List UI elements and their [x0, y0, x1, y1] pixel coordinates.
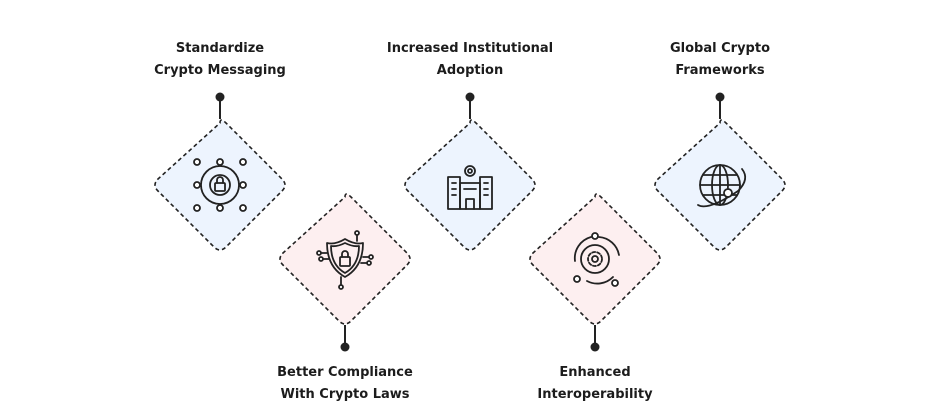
- shield-lock-icon: [316, 230, 374, 290]
- institution-building-icon: [447, 165, 493, 210]
- step-3: [404, 92, 536, 251]
- step-diamond: [279, 193, 411, 325]
- network-lock-icon: [193, 158, 247, 212]
- step-connector: [715, 92, 725, 119]
- step-2: [279, 193, 411, 352]
- step-4: [529, 193, 661, 352]
- step-diamond: [404, 119, 536, 251]
- globe-orbit-icon: [697, 164, 747, 208]
- step-1: [154, 92, 286, 251]
- step-connector: [590, 325, 600, 352]
- step-connector: [215, 92, 225, 119]
- step-diamond: [154, 119, 286, 251]
- step-5: [654, 92, 786, 251]
- gear-cycle-icon: [573, 232, 620, 287]
- step-diamond: [529, 193, 661, 325]
- step-connector: [340, 325, 350, 352]
- step-connector: [465, 92, 475, 119]
